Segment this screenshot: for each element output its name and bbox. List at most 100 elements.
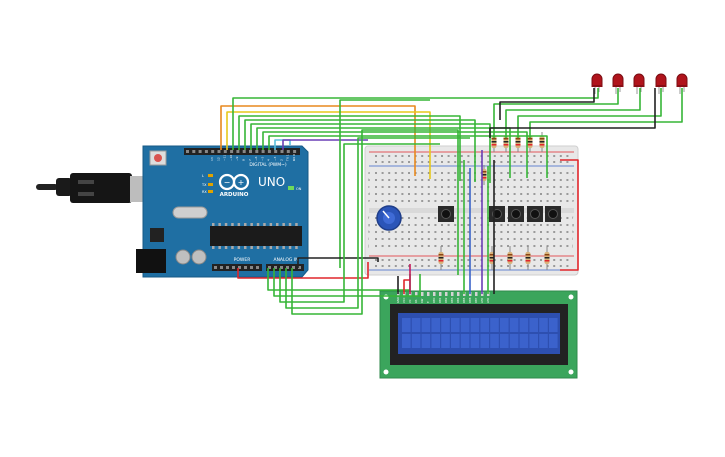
header-pin[interactable] (268, 266, 271, 269)
breadboard-hole[interactable] (454, 259, 457, 261)
breadboard-hole[interactable] (394, 200, 397, 202)
breadboard-hole[interactable] (401, 161, 404, 163)
breadboard-hole[interactable] (460, 155, 463, 157)
breadboard-hole[interactable] (454, 155, 457, 157)
breadboard-hole[interactable] (500, 231, 503, 233)
breadboard-hole[interactable] (434, 161, 437, 163)
breadboard-hole[interactable] (520, 193, 523, 195)
breadboard-hole[interactable] (408, 224, 410, 226)
breadboard-hole[interactable] (520, 259, 523, 261)
breadboard-hole[interactable] (559, 161, 562, 163)
breadboard-hole[interactable] (520, 161, 523, 163)
breadboard-hole[interactable] (441, 265, 443, 267)
breadboard-hole[interactable] (507, 193, 509, 195)
breadboard-hole[interactable] (540, 259, 542, 261)
header-pin[interactable] (220, 266, 223, 269)
breadboard-hole[interactable] (447, 179, 450, 181)
breadboard-hole[interactable] (533, 231, 536, 233)
breadboard-hole[interactable] (553, 200, 556, 202)
breadboard-hole[interactable] (427, 259, 430, 261)
breadboard-hole[interactable] (467, 245, 470, 247)
breadboard-hole[interactable] (414, 217, 417, 219)
breadboard-hole[interactable] (559, 265, 562, 267)
breadboard-hole[interactable] (427, 231, 430, 233)
header-pin[interactable] (211, 150, 215, 153)
breadboard-hole[interactable] (500, 245, 503, 247)
wire-green-pin8[interactable] (250, 123, 491, 183)
breadboard-hole[interactable] (394, 186, 397, 188)
breadboard-hole[interactable] (447, 224, 450, 226)
breadboard-hole[interactable] (375, 161, 377, 163)
breadboard-hole[interactable] (526, 179, 529, 181)
breadboard-hole[interactable] (500, 155, 503, 157)
breadboard-hole[interactable] (394, 193, 397, 195)
breadboard-hole[interactable] (546, 238, 549, 240)
wire-red-power-rail[interactable] (560, 159, 579, 271)
header-pin[interactable] (223, 150, 227, 153)
breadboard-hole[interactable] (533, 224, 536, 226)
breadboard-hole[interactable] (454, 265, 457, 267)
breadboard-hole[interactable] (540, 155, 542, 157)
breadboard-hole[interactable] (447, 265, 450, 267)
breadboard-hole[interactable] (507, 155, 509, 157)
breadboard-hole[interactable] (401, 259, 404, 261)
breadboard-hole[interactable] (493, 155, 496, 157)
breadboard-hole[interactable] (533, 265, 536, 267)
header-pin[interactable] (204, 150, 208, 153)
breadboard-hole[interactable] (381, 231, 384, 233)
breadboard-hole[interactable] (460, 238, 463, 240)
breadboard-hole[interactable] (553, 224, 556, 226)
breadboard-hole[interactable] (507, 265, 509, 267)
breadboard-hole[interactable] (566, 155, 569, 157)
breadboard-hole[interactable] (513, 161, 516, 163)
breadboard-hole[interactable] (408, 259, 410, 261)
breadboard-hole[interactable] (467, 186, 470, 188)
breadboard-hole[interactable] (388, 265, 391, 267)
breadboard-hole[interactable] (520, 238, 523, 240)
breadboard-hole[interactable] (513, 172, 516, 174)
header-pin[interactable] (267, 150, 271, 153)
breadboard-hole[interactable] (526, 231, 529, 233)
breadboard-hole[interactable] (408, 200, 410, 202)
header-pin[interactable] (244, 266, 247, 269)
wire-yellow-pin12[interactable] (226, 111, 431, 179)
breadboard-hole[interactable] (454, 245, 457, 247)
breadboard-hole[interactable] (421, 259, 424, 261)
breadboard-hole[interactable] (553, 161, 556, 163)
breadboard-hole[interactable] (381, 259, 384, 261)
header-pin[interactable] (256, 266, 259, 269)
breadboard-hole[interactable] (474, 186, 476, 188)
breadboard-hole[interactable] (474, 238, 476, 240)
header-pin[interactable] (242, 150, 246, 153)
breadboard-hole[interactable] (533, 259, 536, 261)
breadboard-hole[interactable] (414, 265, 417, 267)
breadboard-hole[interactable] (447, 172, 450, 174)
breadboard-hole[interactable] (553, 265, 556, 267)
breadboard-hole[interactable] (401, 155, 404, 157)
breadboard-hole[interactable] (454, 224, 457, 226)
wire-green-a5[interactable] (291, 129, 459, 315)
breadboard-hole[interactable] (375, 245, 377, 247)
breadboard-hole[interactable] (434, 200, 437, 202)
breadboard-hole[interactable] (566, 224, 569, 226)
breadboard-hole[interactable] (467, 224, 470, 226)
breadboard-hole[interactable] (375, 155, 377, 157)
header-pin[interactable] (255, 150, 259, 153)
breadboard-hole[interactable] (460, 259, 463, 261)
breadboard-hole[interactable] (394, 238, 397, 240)
breadboard-hole[interactable] (533, 179, 536, 181)
breadboard-hole[interactable] (454, 161, 457, 163)
breadboard-hole[interactable] (421, 217, 424, 219)
breadboard-hole[interactable] (434, 193, 437, 195)
breadboard-hole[interactable] (441, 193, 443, 195)
breadboard-hole[interactable] (559, 179, 562, 181)
breadboard-hole[interactable] (414, 238, 417, 240)
breadboard-hole[interactable] (507, 161, 509, 163)
header-pin[interactable] (226, 266, 229, 269)
breadboard-hole[interactable] (487, 161, 490, 163)
breadboard-hole[interactable] (467, 172, 470, 174)
breadboard-hole[interactable] (474, 193, 476, 195)
breadboard-hole[interactable] (375, 231, 377, 233)
breadboard-hole[interactable] (388, 155, 391, 157)
breadboard-hole[interactable] (408, 265, 410, 267)
